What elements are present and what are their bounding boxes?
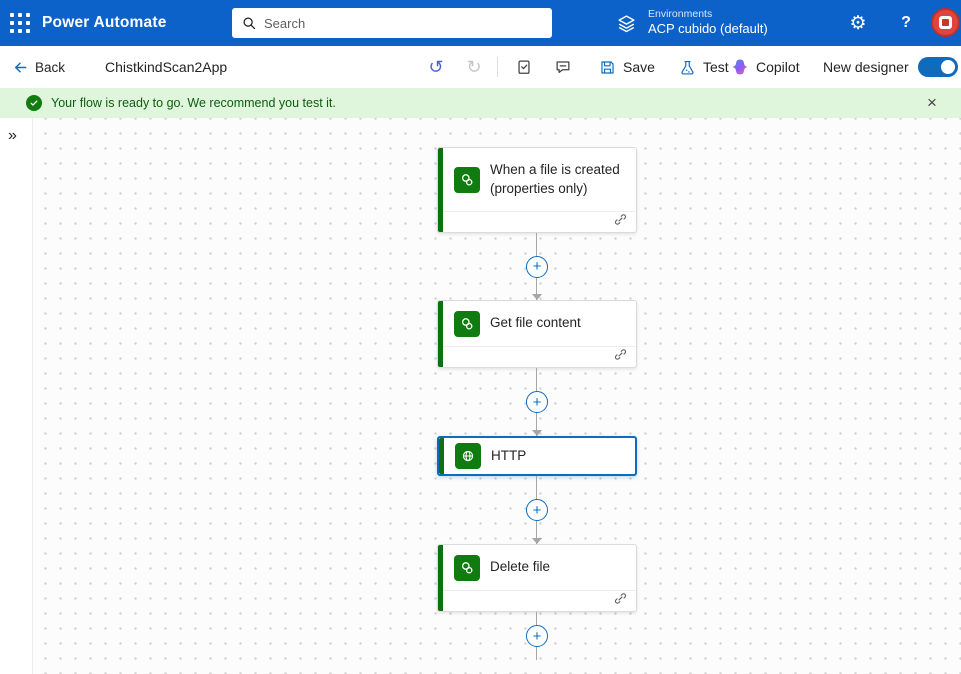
node-accent-bar <box>438 545 443 611</box>
expand-panel-chevron-icon[interactable]: » <box>8 127 17 145</box>
copilot-button[interactable]: Copilot <box>731 46 800 88</box>
node-accent-bar <box>439 438 444 474</box>
flow-node-trigger[interactable]: When a file is created (properties only) <box>437 147 637 233</box>
double-chevron-right-icon: » <box>8 127 17 144</box>
plus-icon: + <box>532 258 542 275</box>
arrow-down-icon <box>532 430 542 436</box>
arrow-down-icon <box>532 294 542 300</box>
insert-step-button[interactable]: + <box>526 391 548 413</box>
connector-tail: + <box>526 612 548 660</box>
copilot-icon <box>732 59 748 75</box>
flow-node-http[interactable]: HTTP <box>437 436 637 476</box>
test-button[interactable]: Test <box>679 46 729 88</box>
banner-close-button[interactable]: × <box>920 88 944 118</box>
redo-icon: ↻ <box>466 56 482 77</box>
copilot-label: Copilot <box>756 59 800 75</box>
connector: + <box>526 476 548 544</box>
insert-step-button[interactable]: + <box>526 255 548 278</box>
test-label: Test <box>703 59 729 75</box>
toggle-knob <box>941 60 955 74</box>
sharepoint-icon <box>454 166 480 193</box>
search-input[interactable] <box>264 15 542 31</box>
node-title: Get file content <box>490 315 581 331</box>
connection-link-icon[interactable] <box>614 213 627 231</box>
plus-icon: + <box>532 393 542 411</box>
environment-name: ACP cubido (default) <box>648 21 768 37</box>
sharepoint-icon <box>454 310 480 337</box>
plus-icon: + <box>532 627 542 645</box>
connection-link-icon[interactable] <box>614 348 627 366</box>
environment-icon <box>618 14 635 32</box>
arrow-down-icon <box>532 538 542 544</box>
search-icon <box>243 17 256 30</box>
top-header-bar: Power Automate Environments ACP cubido (… <box>0 0 961 46</box>
banner-message: Your flow is ready to go. We recommend y… <box>51 96 336 110</box>
flow-checker-button[interactable] <box>511 46 537 88</box>
save-button[interactable]: Save <box>599 46 655 88</box>
insert-step-button[interactable]: + <box>526 625 548 647</box>
account-avatar[interactable] <box>931 8 960 37</box>
toolbar-divider <box>497 57 498 77</box>
avatar-image <box>939 16 952 29</box>
node-title: When a file is created (properties only) <box>490 161 620 196</box>
node-title: HTTP <box>491 447 527 463</box>
flow-node-delete-file[interactable]: Delete file <box>437 544 637 612</box>
plus-icon: + <box>532 501 542 519</box>
http-icon <box>455 443 481 469</box>
flow-ready-banner: Your flow is ready to go. We recommend y… <box>0 88 961 118</box>
designer-toolbar: Back ChistkindScan2App ↺ ↻ Save <box>0 46 961 88</box>
flow-canvas[interactable]: When a file is created (properties only)… <box>0 118 961 674</box>
close-icon: × <box>927 93 937 112</box>
flow-node-get-file-content[interactable]: Get file content <box>437 300 637 368</box>
insert-step-button[interactable]: + <box>526 499 548 521</box>
flow-checker-icon <box>518 60 530 74</box>
back-label: Back <box>35 59 66 75</box>
undo-button[interactable]: ↺ <box>424 46 448 88</box>
connection-link-icon[interactable] <box>614 592 627 610</box>
connector: + <box>526 368 548 436</box>
environment-switcher[interactable]: Environments ACP cubido (default) <box>616 5 768 41</box>
flow-title: ChistkindScan2App <box>105 59 228 75</box>
node-title: Delete file <box>490 559 551 575</box>
new-designer-toggle[interactable] <box>918 57 958 77</box>
app-launcher-icon[interactable] <box>0 0 40 46</box>
flow-title-field[interactable]: ChistkindScan2App <box>105 46 227 88</box>
sharepoint-icon <box>454 554 480 581</box>
global-search[interactable] <box>232 8 552 38</box>
help-button[interactable]: ? <box>888 0 924 46</box>
save-icon <box>601 60 614 74</box>
waffle-icon <box>10 13 30 33</box>
test-beaker-icon <box>681 60 694 75</box>
environment-label: Environments <box>648 8 713 21</box>
success-check-icon <box>26 95 42 111</box>
node-accent-bar <box>438 148 443 232</box>
connector: + <box>526 233 548 300</box>
help-icon: ? <box>901 14 911 31</box>
app-title: Power Automate <box>42 14 167 31</box>
back-arrow-icon <box>15 62 27 72</box>
save-label: Save <box>623 59 655 75</box>
gear-icon: ⚙ <box>849 12 867 34</box>
collapsed-left-panel: » <box>0 118 33 674</box>
undo-icon: ↺ <box>428 56 444 77</box>
back-button[interactable]: Back <box>13 46 65 88</box>
node-accent-bar <box>438 301 443 367</box>
redo-button[interactable]: ↻ <box>462 46 486 88</box>
feedback-icon <box>556 61 570 74</box>
new-designer-label: New designer <box>823 59 909 75</box>
settings-button[interactable]: ⚙ <box>840 0 876 46</box>
send-feedback-button[interactable] <box>550 46 576 88</box>
